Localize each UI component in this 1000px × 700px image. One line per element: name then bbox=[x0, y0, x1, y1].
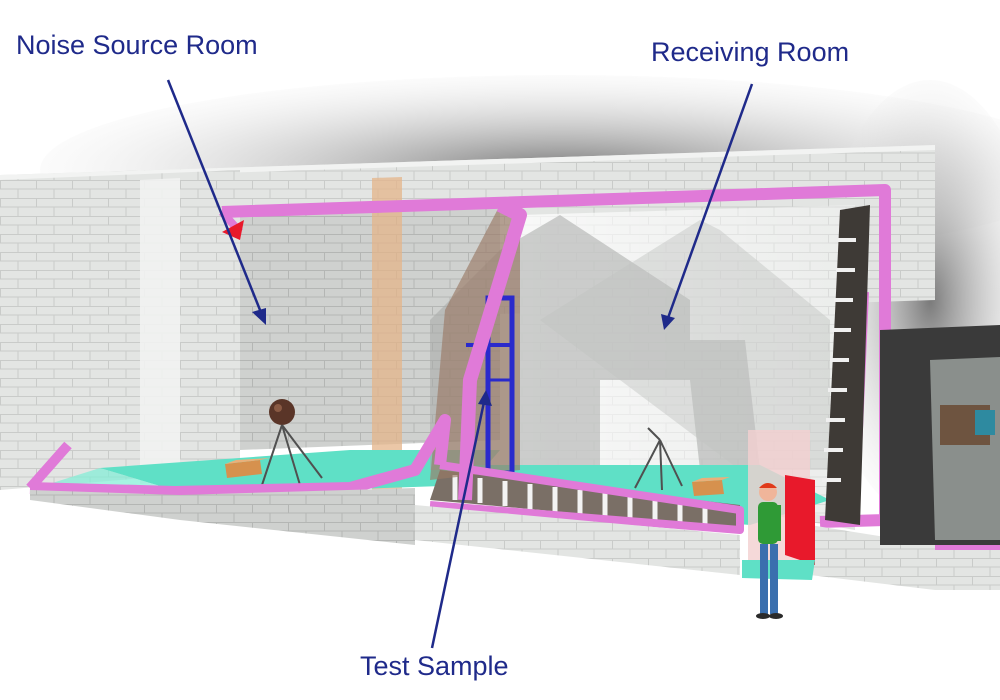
annex-room bbox=[880, 325, 1000, 545]
person-icon bbox=[756, 483, 783, 619]
corner-marker bbox=[222, 220, 244, 240]
microphone-icon bbox=[634, 427, 683, 491]
noise-source-room bbox=[0, 170, 500, 540]
leader-line-test-sample bbox=[430, 390, 492, 649]
foundation bbox=[30, 488, 1000, 590]
label-receiving-room: Receiving Room bbox=[651, 37, 850, 67]
leader-line-receiving-room bbox=[661, 83, 754, 330]
box-icon bbox=[225, 458, 270, 478]
leader-line-noise-source-room bbox=[166, 79, 266, 325]
speaker-icon bbox=[261, 399, 323, 486]
label-test-sample: Test Sample bbox=[360, 651, 509, 681]
box-icon bbox=[692, 477, 730, 496]
receiving-room-right-wall bbox=[822, 205, 870, 525]
label-noise-source-room: Noise Source Room bbox=[16, 30, 258, 60]
